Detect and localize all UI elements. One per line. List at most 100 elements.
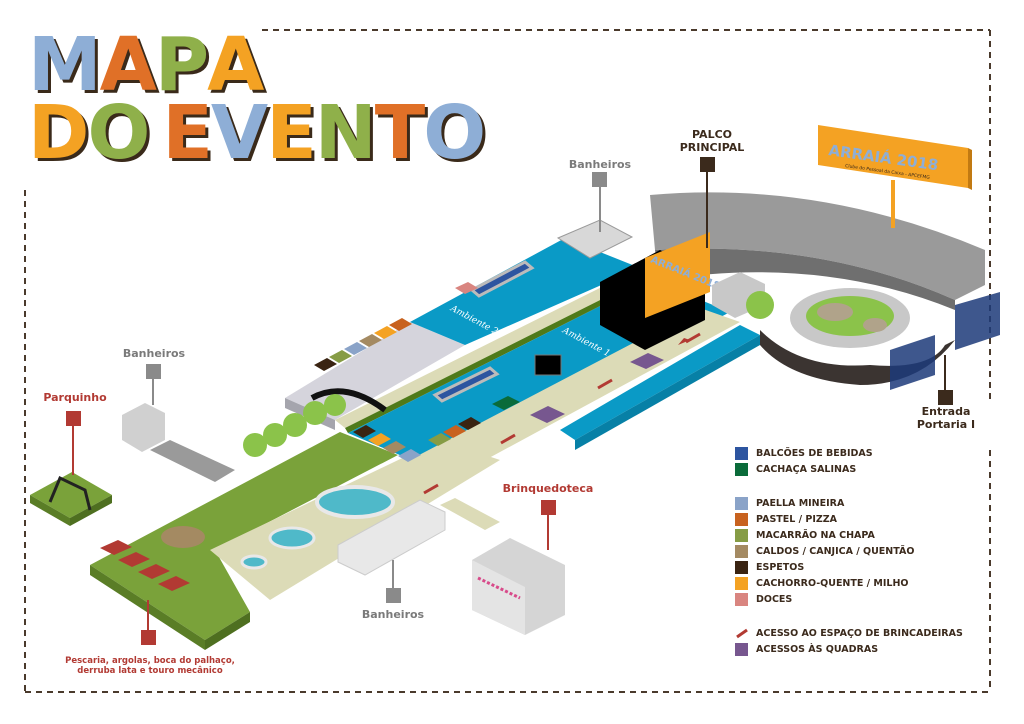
label-palco-1: PALCO [692,128,732,141]
arraia-big-sign: ARRAIÁ 2018 Clube do Pessoal da Caixa - … [818,125,972,228]
pool [268,526,316,550]
legend-item: DOCES [735,591,963,607]
dashed-frame [24,29,991,693]
legend-label: CACHAÇA SALINAS [756,463,857,475]
arrow-icon [423,483,439,495]
bridge [310,388,387,413]
pin-marker [66,411,81,426]
legend-swatch [735,560,748,574]
legend-item: CACHAÇA SALINAS [735,461,963,477]
legend-swatch [735,642,748,656]
legend-item: PASTEL / PIZZA [735,511,963,527]
legend-swatch [735,528,748,542]
dj-booth [534,354,562,376]
toilets-bottom [337,499,446,576]
connector-path [440,498,500,530]
drinks-bar [469,260,535,298]
label-banheiros-top: Banheiros [569,158,632,171]
title-letter: E [266,90,317,176]
label-banheiros-bottom: Banheiros [362,608,425,621]
label-brinquedoteca: Brinquedoteca [503,482,594,495]
legend-item: ACESSO AO ESPAÇO DE BRINCADEIRAS [735,625,963,641]
drinks-bar [432,366,500,403]
entrance-fence [890,292,1000,390]
legend-swatch [735,512,748,526]
title-letter: P [154,22,209,108]
legend-label: DOCES [756,593,793,605]
food-stalls [314,282,481,462]
playground [30,472,112,526]
quadras-access [530,406,565,423]
legend-item: BALCÕES DE BEBIDAS [735,445,963,461]
title-letter: A [207,22,264,108]
quadras-access [630,353,664,369]
side-path [150,440,235,482]
legend-label: CALDOS / CANJICA / QUENTÃO [756,545,915,557]
legend-label: ACESSO AO ESPAÇO DE BRINCADEIRAS [756,627,963,639]
pin-marker [146,364,161,379]
pool [315,485,395,519]
title-letter: O [423,90,486,176]
pin-marker [938,390,953,405]
label-pescaria-1: Pescaria, argolas, boca do palhaço, [65,656,235,666]
title-letter: E [162,90,213,176]
legend-label: ESPETOS [756,561,805,573]
pin-marker [386,588,401,603]
label-entrada-2: Portaria I [917,418,975,431]
label-palco-2: PRINCIPAL [680,141,745,154]
title-letter: D [28,90,89,176]
pool [240,554,268,570]
legend-swatch [735,462,748,476]
title-letter: A [99,22,157,108]
title-line-2: DO EVENTO [28,90,486,176]
main-stage: ARRAIÁ 2018 [600,232,722,350]
pin-marker [541,500,556,515]
bonfire [161,526,205,548]
pin-marker [700,157,715,172]
title-line-1: MAPA [28,22,264,108]
legend: BALCÕES DE BEBIDAS CACHAÇA SALINAS PAELLA … [735,445,963,657]
legend-swatch [735,496,748,510]
label-pescaria-2: derruba lata e touro mecânico [77,666,223,676]
legend-label: BALCÕES DE BEBIDAS [756,447,873,459]
legend-item: CALDOS / CANJICA / QUENTÃO [735,543,963,559]
title-letter: M [28,22,102,108]
arrow-icon [500,433,516,445]
legend-swatch [735,592,748,606]
toilets-top [556,219,634,259]
inner-path [335,268,650,428]
arrow-icon [735,627,748,640]
legend-swatch [735,446,748,460]
legend-item: CACHORRO-QUENTE / MILHO [735,575,963,591]
grandstand-wall [650,192,985,310]
main-walkway [400,308,740,490]
brinquedoteca-building [472,538,565,635]
legend-label: PAELLA MINEIRA [756,497,845,509]
toilets-left [122,403,165,452]
legend-label: MACARRÃO NA CHAPA [756,529,875,541]
legend-label: PASTEL / PIZZA [756,513,838,525]
label-parquinho: Parquinho [43,391,107,404]
pin-marker [592,172,607,187]
legend-item: ACESSOS ÀS QUADRAS [735,641,963,657]
title-letter: T [374,90,426,176]
legend-item: PAELLA MINEIRA [735,495,963,511]
trees [243,291,774,457]
legend-item: ESPETOS [735,559,963,575]
arrow-icon [597,378,613,390]
pin-marker [141,630,156,645]
label-entrada-1: Entrada [922,405,971,418]
title-letter: N [314,90,377,176]
legend-label: CACHORRO-QUENTE / MILHO [756,577,909,589]
label-banheiros-left: Banheiros [123,347,186,360]
cachaca-booth [492,396,520,410]
legend-swatch [735,544,748,558]
title-letter: V [210,90,268,176]
legend-item: MACARRÃO NA CHAPA [735,527,963,543]
arrow-icon [685,332,701,344]
ambiente-2-floor [410,238,640,345]
legend-label: ACESSOS ÀS QUADRAS [756,643,879,655]
game-tents [100,540,190,591]
legend-swatch [735,576,748,590]
